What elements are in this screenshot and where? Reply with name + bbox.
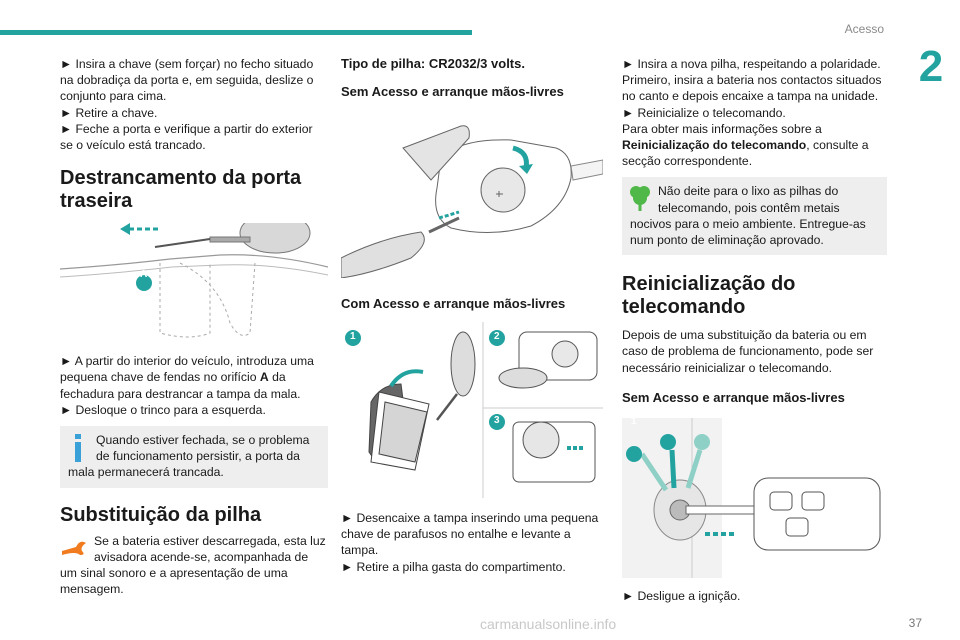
badge-1: 1 <box>350 331 356 342</box>
subheading-hands-free: Com Acesso e arranque mãos-livres <box>341 296 566 311</box>
insert-battery-step: ► Insira a nova pilha, respeitando a pol… <box>622 57 882 104</box>
hands-free-key-illustration <box>345 322 603 498</box>
column-2: Tipo de pilha: CR2032/3 volts. Sem Acess… <box>341 56 603 575</box>
intro-step-3: ► Feche a porta e verifique a partir do … <box>60 121 313 153</box>
hands-free-step-1: ► Desencaixe a tampa inserindo uma peque… <box>341 511 599 558</box>
badge-2: 2 <box>494 331 500 342</box>
reset-badge-2: 2 <box>665 404 671 415</box>
tailgate-lock-illustration <box>60 223 328 338</box>
tailgate-step-2: ► Desloque o trinco para a esquerda. <box>60 402 266 417</box>
more-info-link: Reinicialização do telecomando <box>622 138 807 153</box>
more-info-end: , consulte a secção correspondente. <box>622 138 869 169</box>
more-info: Para obter mais informações sobre a Rein… <box>622 121 887 170</box>
info-note-text: Quando estiver fechada, se o problema de… <box>68 433 310 480</box>
wrench-warning-icon <box>62 541 86 555</box>
subheading-no-hands-free: Sem Acesso e arranque mãos-livres <box>341 84 564 99</box>
warning-note-text: Se a bateria estiver descarregada, esta … <box>60 533 326 597</box>
heading-tailgate-unlock: Destrancamento da porta traseira <box>60 167 302 213</box>
page-number: 37 <box>908 616 922 630</box>
tailgate-step-1: ► A partir do interior do veículo, intro… <box>60 353 328 402</box>
ignition-off-step: ► Desligue a ignição. <box>622 588 741 603</box>
heading-battery-replace: Substituição da pilha <box>60 503 262 526</box>
info-icon <box>75 434 81 463</box>
eco-note: Não deite para o lixo as pilhas do telec… <box>622 177 887 256</box>
section-title: Acesso <box>844 22 884 36</box>
subheading-reset-no-hands-free: Sem Acesso e arranque mãos-livres <box>622 389 845 405</box>
chapter-number: 2 <box>902 34 960 100</box>
column-1: ► Insira a chave (sem forçar) no fecho s… <box>60 56 328 597</box>
step-text-end: da fechadura para destrancar a tampa da … <box>60 370 301 401</box>
reset-body: Depois de uma substituição da bateria ou… <box>622 328 874 375</box>
reset-step: ► Reinicialize o telecomando. <box>622 105 786 120</box>
eco-note-text: Não deite para o lixo as pilhas do telec… <box>630 184 866 248</box>
key-battery-illustration <box>341 125 603 278</box>
more-info-text: Para obter mais informações sobre a <box>622 121 822 136</box>
heading-remote-reset: Reinicialização do telecomando <box>622 273 796 319</box>
badge-3: 3 <box>494 415 500 426</box>
step-bold-A: A <box>259 370 269 385</box>
intro-step-1: ► Insira a chave (sem forçar) no fecho s… <box>60 57 314 104</box>
watermark: carmanualsonline.info <box>480 616 617 632</box>
header-accent-bar <box>0 30 472 35</box>
warning-note: Se a bateria estiver descarregada, esta … <box>60 533 328 598</box>
eco-tree-icon <box>630 186 650 212</box>
info-note: Quando estiver fechada, se o problema de… <box>60 426 328 488</box>
figure-label-A: A <box>140 269 148 280</box>
reset-badge-3: 3 <box>699 404 705 415</box>
intro-step-2: ► Retire a chave. <box>60 105 158 120</box>
ignition-key-illustration <box>622 417 881 578</box>
hands-free-step-2: ► Retire a pilha gasta do compartimento. <box>341 559 566 574</box>
battery-type: Tipo de pilha: CR2032/3 volts. <box>341 56 525 71</box>
step-text: ► A partir do interior do veículo, intro… <box>60 354 314 385</box>
column-3: ► Insira a nova pilha, respeitando a pol… <box>622 56 887 604</box>
reset-badge-1: 1 <box>631 416 637 427</box>
